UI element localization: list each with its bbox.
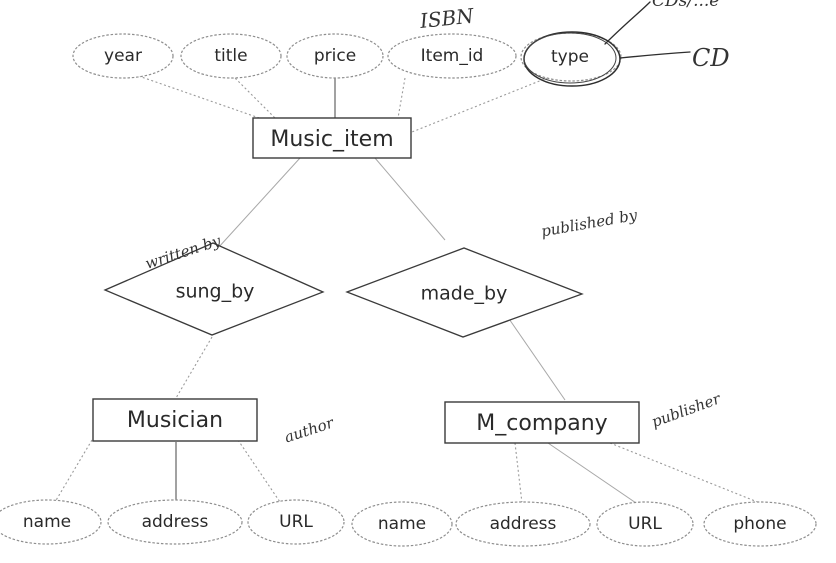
note-cd: CD (692, 44, 730, 72)
attribute-year: year (72, 33, 174, 79)
attribute-musician-address: address (107, 499, 243, 545)
note-publisher: publisher (649, 389, 723, 431)
attribute-m-company-address-label: address (490, 514, 557, 534)
attribute-m-company-phone: phone (703, 501, 817, 547)
attribute-musician-name: name (0, 499, 102, 545)
attribute-musician-address-label: address (142, 512, 209, 532)
lower-attribute-connectors (54, 439, 761, 504)
attribute-price-label: price (314, 46, 356, 66)
attribute-price: price (286, 33, 384, 79)
attribute-m-company-phone-label: phone (733, 514, 786, 534)
attribute-m-company-name-label: name (378, 514, 426, 534)
attribute-year-label: year (104, 46, 142, 66)
note-author: author (282, 413, 336, 446)
attribute-title-label: title (214, 46, 247, 66)
attribute-musician-url-label: URL (279, 512, 313, 532)
attribute-type-label: type (551, 47, 589, 67)
relationship-sung-by-label: sung_by (176, 281, 255, 303)
attribute-musician-name-label: name (23, 512, 71, 532)
entity-m-company-label: M_company (476, 411, 607, 436)
attribute-m-company-url: URL (596, 501, 694, 547)
attribute-type: type (520, 31, 622, 87)
entity-music-item: Music_item (252, 117, 412, 159)
music-item-attribute-connectors (129, 72, 553, 133)
note-top-right-fragment: CDs/...e (652, 0, 719, 11)
relationship-sung-by: sung_by (103, 242, 325, 336)
note-published-by: published by (540, 206, 639, 241)
attribute-title: title (180, 33, 282, 79)
entity-music-item-label: Music_item (270, 127, 393, 152)
relationship-connectors (175, 157, 566, 401)
relationship-made-by-label: made_by (421, 283, 508, 305)
entity-m-company: M_company (444, 401, 640, 444)
attribute-musician-url: URL (247, 499, 345, 545)
attribute-item-id-label: Item_id (421, 46, 484, 66)
attribute-m-company-address: address (455, 501, 591, 547)
attribute-item-id: Item_id (387, 33, 517, 79)
relationship-made-by: made_by (345, 247, 584, 338)
entity-musician: Musician (92, 398, 258, 442)
attribute-m-company-url-label: URL (628, 514, 662, 534)
note-isbn: ISBN (418, 3, 476, 33)
attribute-m-company-name: name (351, 501, 453, 547)
entity-musician-label: Musician (127, 408, 223, 433)
